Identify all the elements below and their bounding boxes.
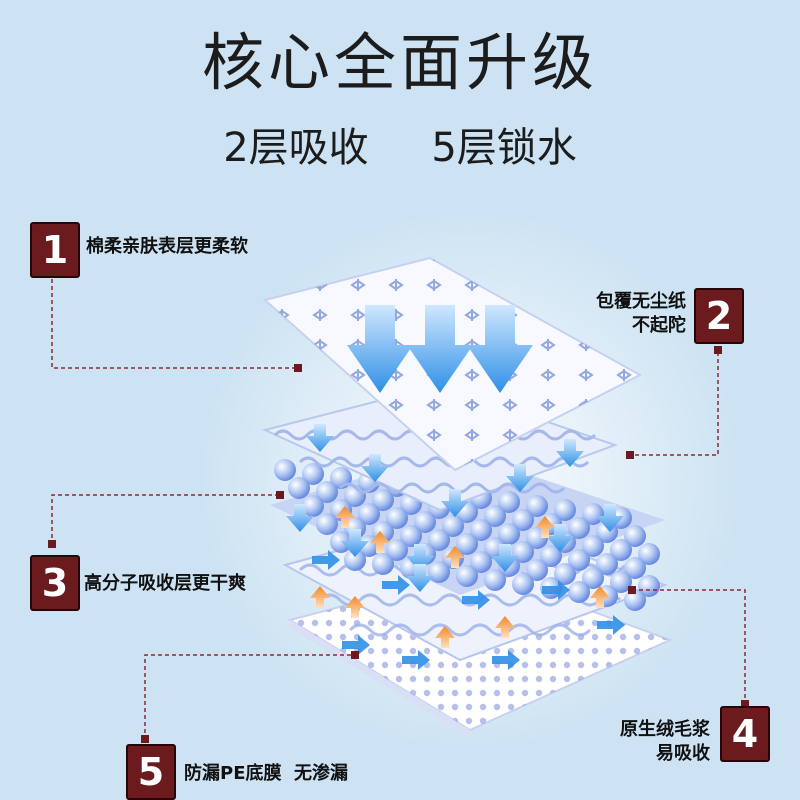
callout-label-2-line2: 不起陀 [570,314,686,338]
callout-label-2-line1: 包覆无尘纸 [570,290,686,314]
callout-label-2: 包覆无尘纸 不起陀 [570,290,686,338]
callout-label-4-line2: 易吸收 [588,742,710,766]
absorb-arrows-large [347,305,533,393]
callout-badge-4: 4 [720,706,770,762]
callout-label-3: 高分子吸收层更干爽 [84,572,246,596]
callout-badge-3: 3 [30,555,80,611]
callout-label-1: 棉柔亲肤表层更柔软 [86,235,248,259]
callout-badge-5: 5 [126,744,176,800]
callout-label-4-line1: 原生绒毛浆 [588,718,710,742]
callout-badge-2: 2 [694,288,744,344]
callout-label-4: 原生绒毛浆 易吸收 [588,718,710,766]
callout-badge-1: 1 [30,222,80,278]
callout-label-5: 防漏PE底膜 无渗漏 [184,762,348,786]
